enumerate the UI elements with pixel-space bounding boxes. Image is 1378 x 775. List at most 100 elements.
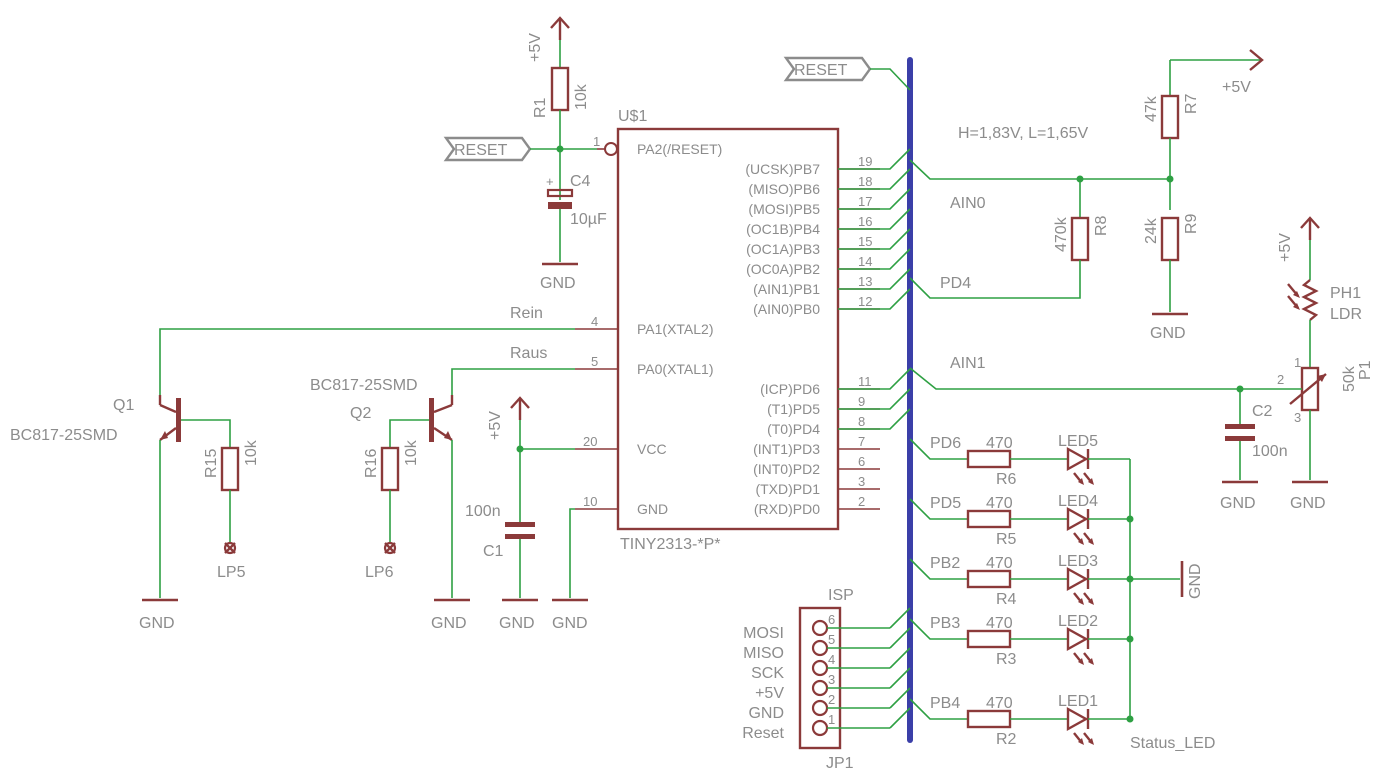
jp1-signal-5: GND: [748, 705, 784, 722]
r4-value: 470: [986, 555, 1013, 572]
jp1-pin-5: 5: [828, 632, 835, 647]
r15-resistor: R15 10k: [203, 439, 260, 545]
ph1-ldr: +5V PH1 LDR: [1277, 216, 1362, 323]
q2-transistor: BC817-25SMD Q2 GND: [310, 377, 472, 632]
chip-pin-5-label: PA0(XTAL1): [637, 361, 714, 377]
chip-pin-4-num: 4: [591, 314, 598, 329]
r3-value: 470: [986, 615, 1013, 632]
jp1-pin-6: 6: [828, 612, 835, 627]
jp1-pin-1: 1: [828, 712, 835, 727]
c4-polarity: +: [546, 174, 554, 189]
c2-name: C2: [1252, 403, 1273, 420]
led4-name: LED4: [1058, 493, 1098, 510]
chip-pin-19-num: 19: [858, 154, 872, 169]
p1-gnd-label: GND: [1290, 495, 1326, 512]
r7-value: 47k: [1143, 95, 1160, 122]
c4-value: 10µF: [570, 211, 607, 228]
chip-pin-16-label: (OC1B)PB4: [746, 221, 820, 237]
c2-gnd-label: GND: [1220, 495, 1256, 512]
jp1-signal-6: Reset: [742, 725, 784, 742]
junction-vcc: [516, 445, 524, 453]
net-ain1: AIN1: [950, 355, 986, 372]
lp5-name: LP5: [217, 564, 246, 581]
chip-pin-19-label: (UCSK)PB7: [745, 161, 820, 177]
chip-pin-17-label: (MOSI)PB5: [748, 201, 820, 217]
lp6-pad: LP6: [365, 541, 397, 581]
chip-pin-2-label: (RXD)PD0: [754, 501, 820, 517]
chip-pin-10-label: GND: [637, 501, 668, 517]
chip-pin-6-num: 6: [858, 454, 865, 469]
jp1-signal-4: +5V: [755, 685, 784, 702]
c1-name: C1: [483, 543, 504, 560]
lp6-name: LP6: [365, 564, 394, 581]
chip-pin-11-num: 11: [858, 374, 872, 389]
jp1-pin-4: 4: [828, 652, 835, 667]
p1-pin-1: 1: [1294, 355, 1301, 370]
chip-pin-13-label: (AIN1)PB1: [753, 281, 820, 297]
led3-net: PB2: [930, 555, 960, 572]
chip-pin-1-label: PA2(/RESET): [637, 141, 722, 157]
r9-resistor: GND 24k R9: [1143, 213, 1200, 342]
r1-resistor: +5V R1 10k: [527, 16, 590, 200]
net-raus: Raus: [510, 345, 547, 362]
chip-pin-14-label: (OC0A)PB2: [746, 261, 820, 277]
c4-name: C4: [570, 173, 591, 190]
q2-value: BC817-25SMD: [310, 377, 418, 394]
led2-name: LED2: [1058, 613, 1098, 630]
chip-pin-1-num: 1: [593, 134, 600, 149]
led1-net: PB4: [930, 695, 960, 712]
chip-pin-20-num: 20: [583, 434, 597, 449]
r16-value: 10k: [403, 439, 420, 466]
r1-vcc-label: +5V: [527, 33, 544, 62]
chip-pin-7-label: (INT1)PD3: [753, 441, 820, 457]
p1-potentiometer: 1 2 3 50k P1 GND: [1277, 320, 1374, 512]
r6-value: 470: [986, 435, 1013, 452]
r1-value: 10k: [573, 83, 590, 110]
r16-name: R16: [363, 449, 380, 478]
r16-resistor: R16 10k: [363, 439, 420, 545]
r5-name: R5: [996, 531, 1017, 548]
c1-gnd-label: GND: [499, 615, 535, 632]
jp1-signal-2: MISO: [743, 645, 784, 662]
r7-name: R7: [1183, 93, 1200, 114]
c2-value: 100n: [1252, 443, 1288, 460]
p1-pin-2: 2: [1277, 372, 1284, 387]
chip-pin-18-num: 18: [858, 174, 872, 189]
reset-port-top-label: RESET: [794, 62, 848, 79]
chip-pin-3-num: 3: [858, 474, 865, 489]
q2-name: Q2: [350, 405, 371, 422]
r9-gnd-label: GND: [1150, 325, 1186, 342]
jp1-pin-2: 2: [828, 692, 835, 707]
led4-net: PD5: [930, 495, 961, 512]
chip-gnd-label: GND: [552, 615, 588, 632]
ph1-vcc-label: +5V: [1277, 233, 1294, 262]
r4-name: R4: [996, 591, 1017, 608]
q2-gnd-label: GND: [431, 615, 467, 632]
c1-value: 100n: [465, 503, 501, 520]
chip-pin-20-label: VCC: [637, 441, 667, 457]
chip-pin-8-num: 8: [858, 414, 865, 429]
chip-pin-9-num: 9: [858, 394, 865, 409]
c2-capacitor: C2 100n GND: [1220, 389, 1288, 512]
ph1-value: LDR: [1330, 306, 1362, 323]
chip-pin-11-label: (ICP)PD6: [760, 381, 820, 397]
lp5-pad: LP5: [217, 541, 246, 581]
r6-name: R6: [996, 471, 1017, 488]
chip-name: U$1: [618, 108, 647, 125]
junction-ain0-r9: [1166, 175, 1174, 183]
led5-net: PD6: [930, 435, 961, 452]
chip-pin-18-label: (MISO)PB6: [748, 181, 820, 197]
chip-pin-5-num: 5: [591, 354, 598, 369]
r8-resistor: 470k R8: [909, 179, 1110, 299]
c1-vcc-label: +5V: [487, 411, 504, 440]
threshold-note: H=1,83V, L=1,65V: [958, 125, 1089, 142]
r15-name: R15: [203, 449, 220, 478]
chip-pin-4-label: PA1(XTAL2): [637, 321, 714, 337]
p1-pin-3: 3: [1294, 410, 1301, 425]
led1-name: LED1: [1058, 693, 1098, 710]
jp1-signal-1: MOSI: [743, 625, 784, 642]
